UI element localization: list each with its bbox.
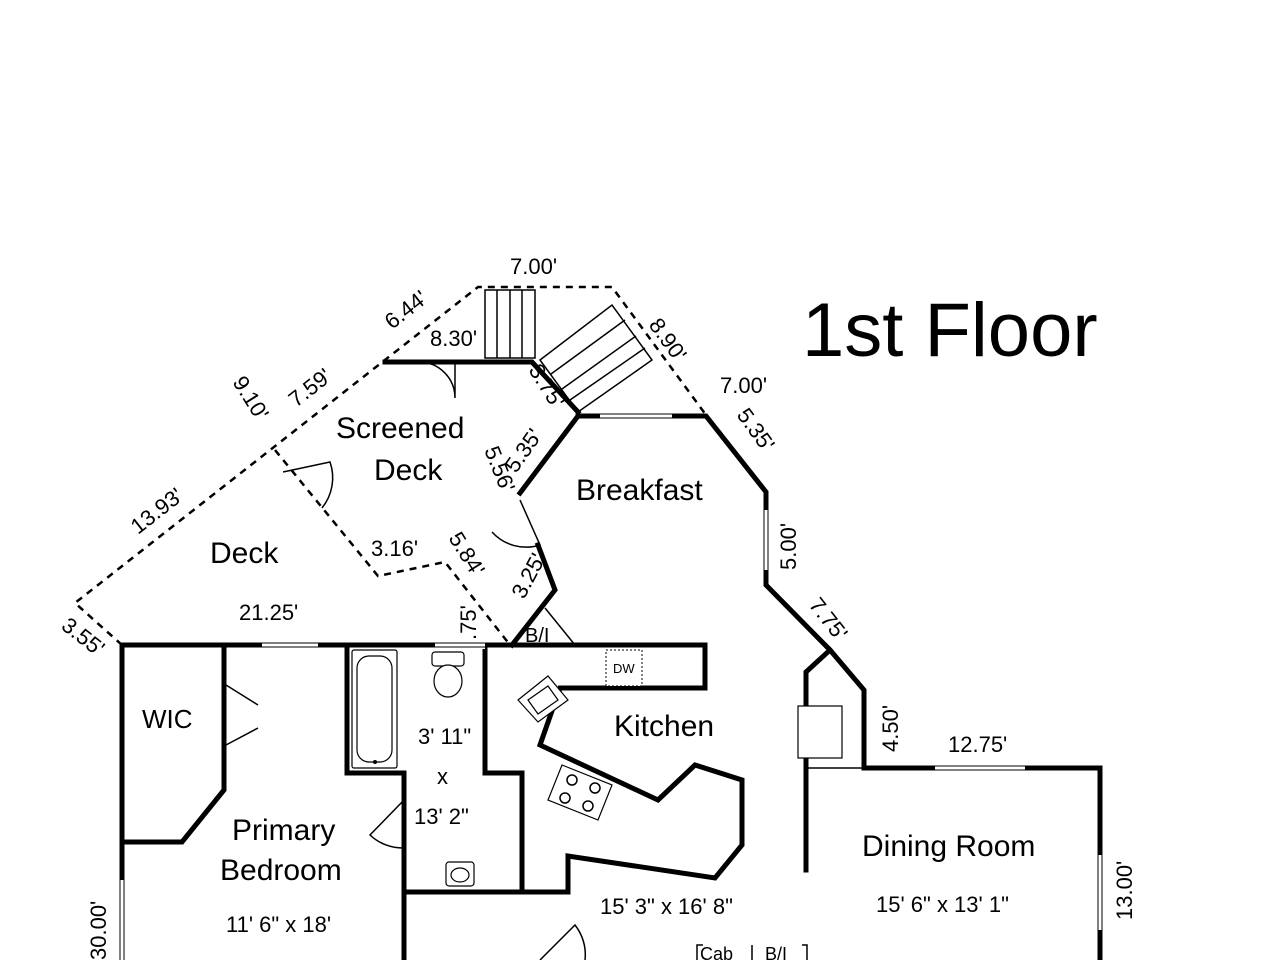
cooktop [547,764,613,821]
room-breakfast: Breakfast [576,474,703,507]
stairs-top [484,289,536,359]
dim-6-44: 6.44' [380,285,432,334]
kitchen-sink [517,675,569,723]
walls [119,359,1103,960]
bathtub [351,649,398,769]
bi-label-top: B/I [525,625,549,647]
room-screened-deck-line1: Screened [336,412,464,445]
dishwasher [605,649,643,687]
room-primary-line1: Primary [232,814,335,847]
dim-5-00: 5.00' [776,523,801,570]
toilet [431,651,465,698]
doors [225,361,587,960]
dim-21-25: 21.25' [239,600,298,625]
dim-13-93: 13.93' [126,483,188,539]
cab-bracket [696,944,808,960]
room-screened-deck-line2: Deck [374,454,443,487]
dim-13-00: 13.00' [1112,861,1137,920]
dim-0-75: .75' [456,605,481,640]
dim-12-75: 12.75' [948,732,1007,757]
bi-label-bottom: B/I [765,944,787,960]
dim-3-55: 3.55' [57,612,109,661]
dining-size: 15' 6" x 13' 1" [876,892,1009,917]
dim-top: 7.00' [510,254,557,279]
dim-7-59: 7.59' [284,363,336,412]
primary-size: 11' 6" x 18' [226,912,331,937]
dim-3-16: 3.16' [371,536,418,561]
dw-label: DW [613,661,635,676]
dim-8-30: 8.30' [430,326,477,351]
dim-4-50: 4.50' [878,705,903,752]
kitchen-size: 15' 3" x 16' 8" [600,894,733,919]
dim-3-75: 3.75' [524,359,570,412]
cab-label: Cab [700,944,733,960]
bath-length: 13' 2" [414,804,469,829]
windows [118,412,1104,960]
dim-30-00: 30.00' [86,901,111,960]
room-dining: Dining Room [862,830,1035,863]
dining-cabinet [797,705,843,759]
room-wic: WIC [142,704,193,734]
dim-7-75: 7.75' [804,593,853,645]
bath-sink [445,861,475,887]
bath-width: 3' 11" [418,724,471,749]
dim-5-84: 5.84' [444,527,490,580]
room-deck: Deck [210,537,279,570]
dim-9-10: 9.10' [228,371,274,424]
room-kitchen: Kitchen [614,710,714,743]
floor-title: 1st Floor [802,288,1098,373]
dim-5-35-right: 5.35' [732,403,780,456]
room-primary-line2: Bedroom [220,854,342,887]
bath-x: x [437,764,448,789]
dim-7-00-right: 7.00' [720,373,767,398]
